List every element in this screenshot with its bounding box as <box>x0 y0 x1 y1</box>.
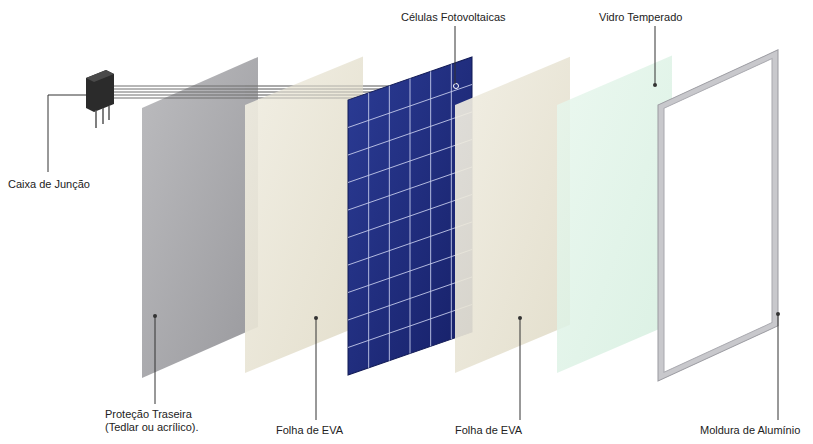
part-label: Proteção Traseira (Tedlar ou acrílico). <box>105 408 223 434</box>
leader-dots <box>153 83 780 320</box>
cell-grid <box>348 222 472 265</box>
aluminium-frame <box>658 50 778 381</box>
cell-grid <box>348 194 472 237</box>
part-label: Caixa de Junção <box>8 178 90 191</box>
cell-grid <box>348 277 472 320</box>
part-label: Moldura de Alumínio <box>700 424 800 437</box>
cell-grid <box>348 84 472 127</box>
cell-grid <box>348 249 472 292</box>
leader-lines <box>48 26 778 420</box>
cell-grid <box>348 167 472 210</box>
cell-grid <box>348 112 472 155</box>
part-label: Folha de EVA <box>276 424 343 437</box>
eva-sheet <box>245 57 363 373</box>
junction-box <box>86 70 114 128</box>
eva-sheet <box>455 57 570 373</box>
part-label: Vidro Temperado <box>599 11 682 24</box>
part-label: Células Fotovoltaicas <box>401 11 506 24</box>
pv-cells <box>348 57 472 375</box>
cell-grid <box>348 304 472 347</box>
cell-grid <box>348 139 472 182</box>
back-sheet <box>142 57 258 378</box>
cell-marker <box>454 84 459 89</box>
part-label: Folha de EVA <box>455 424 522 437</box>
tempered-glass <box>557 56 672 373</box>
